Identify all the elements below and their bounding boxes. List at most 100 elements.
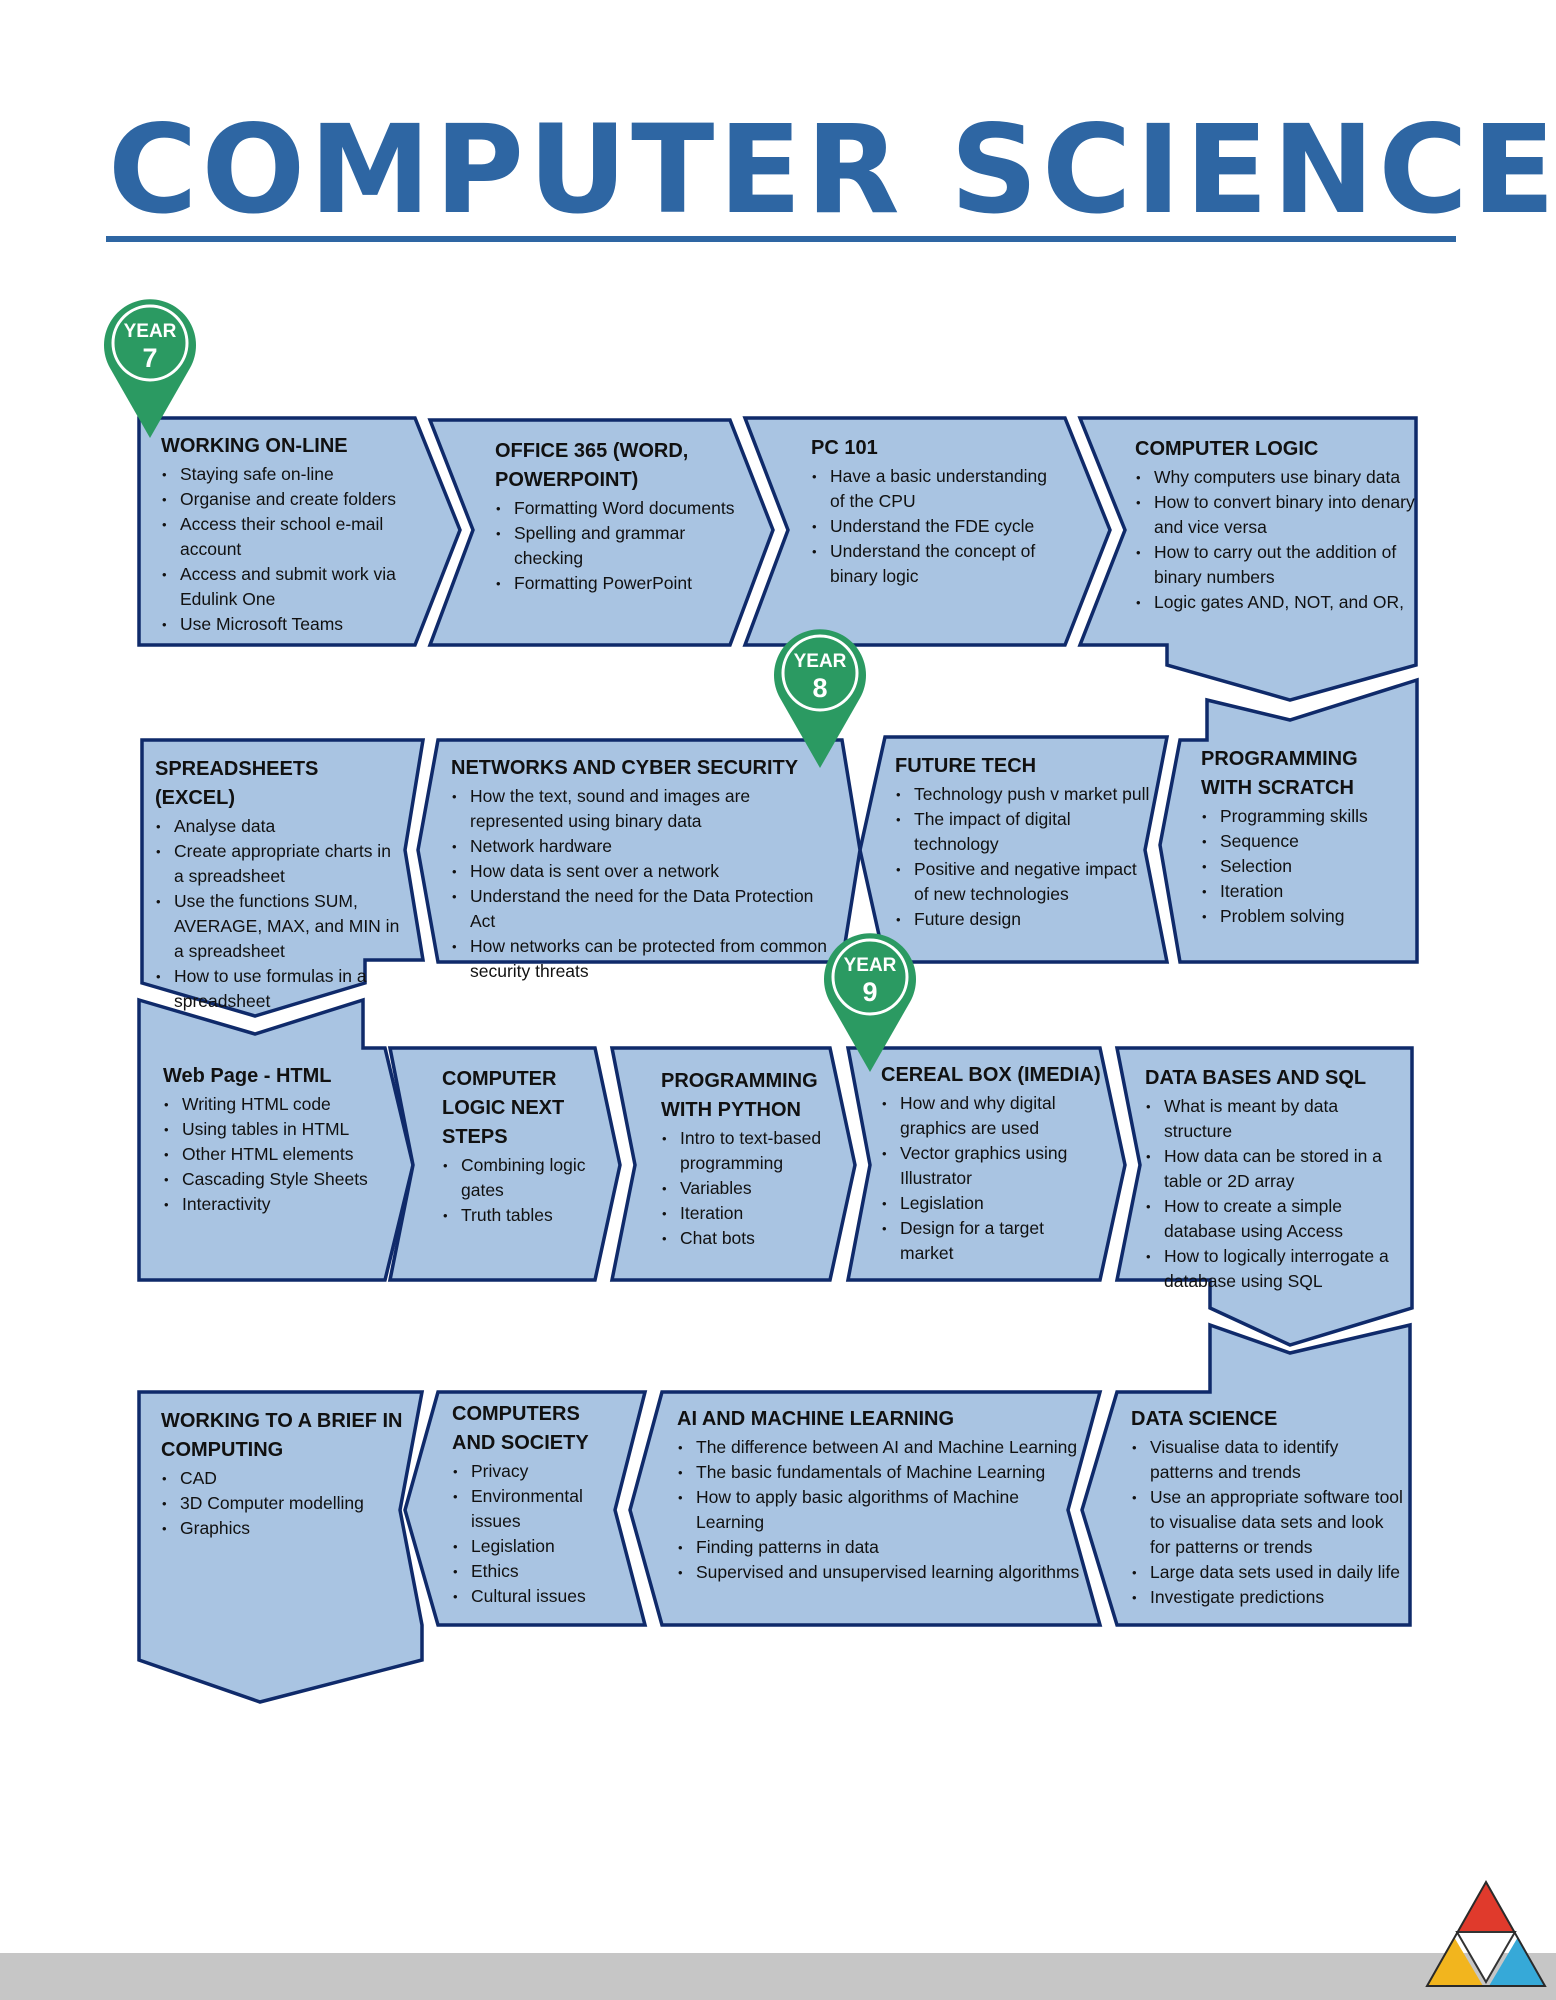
- topic-node: WORKING TO A BRIEF IN COMPUTINGCAD3D Com…: [161, 1407, 406, 1541]
- topic-list-item: How data is sent over a network: [451, 859, 841, 884]
- topic-list-item: Programming skills: [1201, 804, 1411, 829]
- topic-title: COMPUTER LOGIC: [1135, 438, 1319, 460]
- school-logo-icon: [1425, 1879, 1547, 1987]
- topic-title: CEREAL BOX (IMEDIA): [881, 1064, 1101, 1086]
- topic-node: PROGRAMMING WITH PYTHONIntro to text-bas…: [661, 1067, 831, 1251]
- footer-bar: [0, 1953, 1556, 2000]
- year-marker-number: 9: [862, 977, 877, 1007]
- topic-list: Why computers use binary dataHow to conv…: [1135, 465, 1415, 615]
- topic-title: DATA BASES AND SQL: [1145, 1067, 1367, 1089]
- topic-list-item: Formatting PowerPoint: [495, 571, 735, 596]
- topic-list-item: Supervised and unsupervised learning alg…: [677, 1560, 1087, 1585]
- topic-node: Web Page - HTML Writing HTML codeUsing ta…: [163, 1062, 393, 1217]
- topic-list-item: Cascading Style Sheets: [163, 1167, 393, 1192]
- topic-list-item: Privacy: [452, 1459, 627, 1484]
- topic-node: SPREADSHEETS (EXCEL)Analyse dataCreate a…: [155, 755, 400, 1014]
- topic-node: COMPUTER LOGIC NEXT STEPSCombining logic…: [442, 1065, 597, 1228]
- page-title: COMPUTER SCIENCE: [108, 99, 1556, 241]
- topic-list-item: Why computers use binary data: [1135, 465, 1415, 490]
- topic-list-item: The basic fundamentals of Machine Learni…: [677, 1460, 1087, 1485]
- topic-list-item: Iteration: [1201, 879, 1411, 904]
- topic-list-item: Writing HTML code: [163, 1092, 393, 1117]
- topic-list-item: CAD: [161, 1466, 406, 1491]
- topic-title: FUTURE TECH: [895, 755, 1037, 777]
- topic-list-item: Combining logic gates: [442, 1153, 597, 1203]
- topic-title: COMPUTER LOGIC NEXT STEPS: [442, 1068, 565, 1148]
- topic-list-item: Technology push v market pull: [895, 782, 1155, 807]
- topic-list: Programming skillsSequenceSelectionItera…: [1201, 804, 1411, 929]
- topic-list-item: Create appropriate charts in a spreadshe…: [155, 839, 400, 889]
- topic-list-item: Organise and create folders: [161, 487, 426, 512]
- year-marker-label: YEAR: [794, 651, 847, 672]
- topic-title: PROGRAMMING WITH PYTHON: [661, 1070, 818, 1121]
- topic-list-item: Use Microsoft Teams: [161, 612, 426, 637]
- topic-title: SPREADSHEETS (EXCEL): [155, 758, 319, 809]
- topic-title: COMPUTERS AND SOCIETY: [452, 1403, 589, 1454]
- topic-node: CEREAL BOX (IMEDIA) How and why digital g…: [881, 1061, 1101, 1266]
- topic-list-item: How to use formulas in a spreadsheet: [155, 964, 400, 1014]
- topic-list: Staying safe on-lineOrganise and create …: [161, 462, 426, 637]
- topic-list: The difference between AI and Machine Le…: [677, 1435, 1087, 1585]
- topic-list-item: How data can be stored in a table or 2D …: [1145, 1144, 1410, 1194]
- topic-title: Web Page - HTML: [163, 1065, 332, 1087]
- topic-list-item: Understand the FDE cycle: [811, 514, 1051, 539]
- topic-title: NETWORKS AND CYBER SECURITY: [451, 757, 799, 779]
- topic-list-item: Selection: [1201, 854, 1411, 879]
- topic-list-item: Ethics: [452, 1559, 627, 1584]
- topic-list-item: Spelling and grammar checking: [495, 521, 735, 571]
- topic-list: Analyse dataCreate appropriate charts in…: [155, 814, 400, 1014]
- topic-list-item: Logic gates AND, NOT, and OR,: [1135, 590, 1415, 615]
- topic-list-item: Variables: [661, 1176, 831, 1201]
- topic-list-item: Graphics: [161, 1516, 406, 1541]
- map-pin-icon: [824, 933, 916, 1072]
- topic-list-item: How networks can be protected from commo…: [451, 934, 841, 984]
- year-marker-number: 7: [142, 343, 157, 373]
- topic-list-item: Access their school e-mail account: [161, 512, 426, 562]
- topic-list-item: Legislation: [881, 1191, 1101, 1216]
- topic-list-item: Environmental issues: [452, 1484, 627, 1534]
- topic-node: AI AND MACHINE LEARNINGThe difference be…: [677, 1405, 1087, 1585]
- topic-list-item: Intro to text-based programming: [661, 1126, 831, 1176]
- topic-title: PROGRAMMING WITH SCRATCH: [1201, 748, 1358, 799]
- topic-node: COMPUTER LOGIC Why computers use binary d…: [1135, 435, 1415, 615]
- topic-node: NETWORKS AND CYBER SECURITY How the text,…: [451, 754, 841, 984]
- topic-node: DATA BASES AND SQL What is meant by data …: [1145, 1064, 1410, 1294]
- topic-list: What is meant by data structureHow data …: [1145, 1094, 1410, 1294]
- topic-list-item: Sequence: [1201, 829, 1411, 854]
- topic-node: WORKING ON-LINEStaying safe on-lineOrgan…: [161, 432, 426, 637]
- topic-list-item: Network hardware: [451, 834, 841, 859]
- topic-list-item: Using tables in HTML: [163, 1117, 393, 1142]
- year-marker-label: YEAR: [124, 321, 177, 342]
- topic-list: Writing HTML codeUsing tables in HTMLOth…: [163, 1092, 393, 1217]
- topic-node: OFFICE 365 (WORD, POWERPOINT)Formatting …: [495, 437, 735, 596]
- topic-node: COMPUTERS AND SOCIETY PrivacyEnvironmenta…: [452, 1400, 627, 1609]
- topic-list: Have a basic understanding of the CPUUnd…: [811, 464, 1051, 589]
- topic-list-item: The impact of digital technology: [895, 807, 1155, 857]
- topic-list-item: Interactivity: [163, 1192, 393, 1217]
- map-pin-icon: [104, 299, 196, 438]
- topic-list-item: Have a basic understanding of the CPU: [811, 464, 1051, 514]
- topic-list-item: 3D Computer modelling: [161, 1491, 406, 1516]
- topic-list-item: Vector graphics using Illustrator: [881, 1141, 1101, 1191]
- topic-list: How the text, sound and images are repre…: [451, 784, 841, 984]
- topic-list-item: How to create a simple database using Ac…: [1145, 1194, 1410, 1244]
- topic-list-item: The difference between AI and Machine Le…: [677, 1435, 1087, 1460]
- topic-list-item: Staying safe on-line: [161, 462, 426, 487]
- topic-list: How and why digital graphics are usedVec…: [881, 1091, 1101, 1266]
- topic-list-item: Access and submit work via Edulink One: [161, 562, 426, 612]
- topic-list-item: Understand the concept of binary logic: [811, 539, 1051, 589]
- topic-list-item: Finding patterns in data: [677, 1535, 1087, 1560]
- topic-list-item: How the text, sound and images are repre…: [451, 784, 841, 834]
- topic-list-item: What is meant by data structure: [1145, 1094, 1410, 1144]
- title-underline: [106, 236, 1456, 242]
- topic-list-item: Formatting Word documents: [495, 496, 735, 521]
- topic-list-item: Chat bots: [661, 1226, 831, 1251]
- topic-list-item: How to convert binary into denary and vi…: [1135, 490, 1415, 540]
- topic-list-item: Use an appropriate software tool to visu…: [1131, 1485, 1406, 1560]
- topic-node: FUTURE TECH Technology push v market pull…: [895, 752, 1155, 932]
- topic-list-item: Investigate predictions: [1131, 1585, 1406, 1610]
- map-pin-icon: [774, 629, 867, 768]
- topic-list-item: How to logically interrogate a database …: [1145, 1244, 1410, 1294]
